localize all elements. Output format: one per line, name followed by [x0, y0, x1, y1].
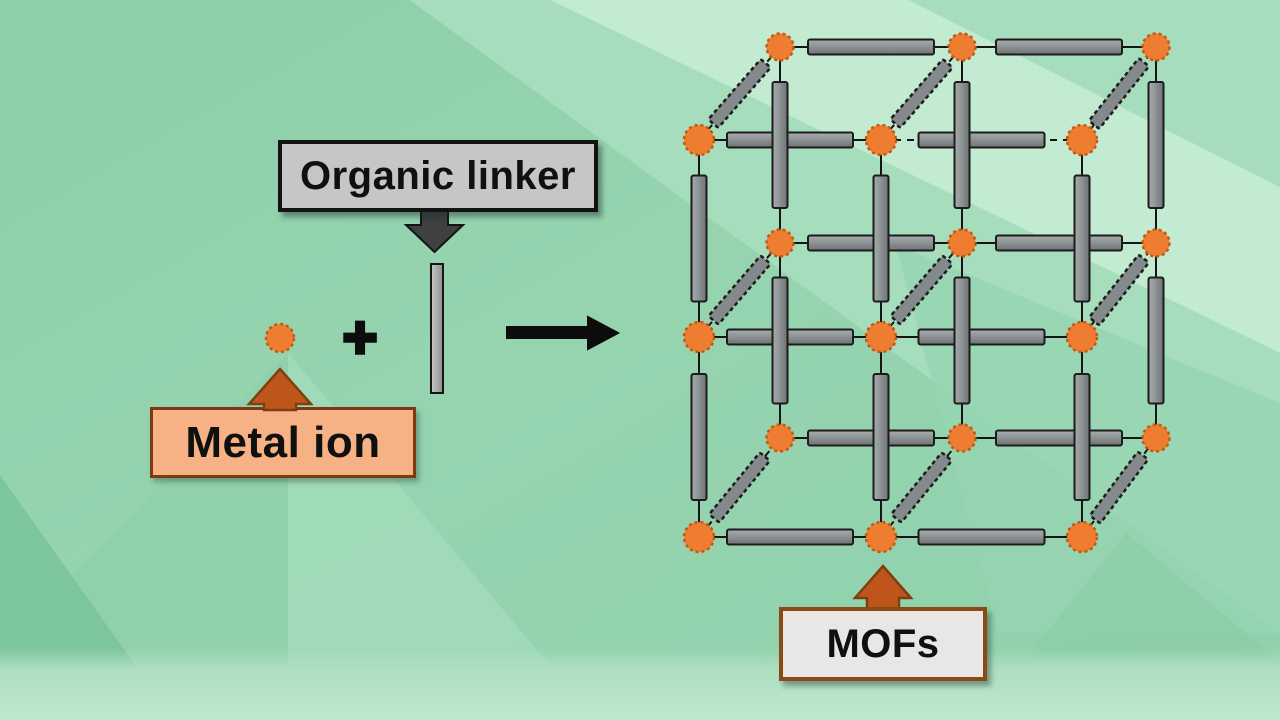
metal-node — [947, 228, 977, 258]
organic-linker-label-box: Organic linker — [278, 140, 598, 212]
organic-linker-label: Organic linker — [300, 153, 576, 198]
organic-linker-bar — [807, 234, 935, 252]
organic-linker-bar — [872, 373, 890, 501]
lattice-diagonal-edge — [1081, 242, 1157, 338]
lattice-diagonal-edge — [698, 46, 781, 141]
organic-linker-bar — [1147, 81, 1165, 209]
plus-symbol: + — [341, 302, 380, 373]
lattice-diagonal-edge — [698, 437, 781, 538]
metal-node — [864, 520, 898, 554]
metal-ion-label: Metal ion — [185, 417, 381, 467]
organic-linker-bar — [1147, 276, 1165, 405]
organic-linker-bar — [690, 174, 708, 303]
metal-ion-label-box: Metal ion — [150, 407, 416, 478]
metal-node — [682, 520, 716, 554]
mofs-label-box: MOFs — [779, 607, 987, 681]
organic-linker-bar — [771, 276, 789, 405]
organic-linker-diagonal-bar — [707, 58, 772, 129]
organic-linker-diagonal-bar — [890, 451, 953, 524]
background-floor — [0, 648, 1280, 720]
lattice-diagonal-edge — [880, 242, 963, 338]
organic-linker-diagonal-bar — [708, 451, 771, 524]
metal-ion-circle — [264, 322, 296, 354]
organic-linker-bar — [917, 528, 1046, 546]
organic-linker-bar — [430, 263, 444, 394]
lattice-diagonal-edge — [698, 242, 781, 338]
metal-node — [682, 123, 716, 157]
metal-node — [947, 423, 977, 453]
metal-node — [682, 320, 716, 354]
metal-node — [1065, 123, 1099, 157]
organic-linker-down-arrow-icon — [403, 210, 466, 254]
reaction-right-arrow-icon — [506, 315, 621, 351]
metal-node — [765, 228, 795, 258]
organic-linker-bar — [917, 131, 1046, 149]
organic-linker-bar — [1073, 174, 1091, 303]
organic-linker-bar — [872, 174, 890, 303]
mofs-up-arrow-icon — [852, 564, 914, 614]
organic-linker-bar — [953, 81, 971, 209]
lattice-diagonal-edge — [880, 437, 963, 538]
organic-linker-bar — [995, 429, 1123, 447]
metal-node — [765, 32, 795, 62]
lattice-horizontal-linkers — [726, 38, 1123, 546]
organic-linker-bar — [726, 528, 854, 546]
lattice-diagonal-edge — [880, 46, 963, 141]
organic-linker-bar — [807, 429, 935, 447]
metal-node — [947, 32, 977, 62]
metal-node — [765, 423, 795, 453]
mofs-label: MOFs — [826, 621, 940, 666]
organic-linker-bar — [726, 131, 854, 149]
lattice-metal-nodes — [682, 32, 1171, 554]
organic-linker-diagonal-bar — [889, 58, 954, 129]
organic-linker-diagonal-bar — [1088, 254, 1150, 326]
organic-linker-diagonal-bar — [708, 255, 771, 325]
organic-linker-bar — [807, 38, 935, 56]
lattice-diagonal-linkers — [707, 57, 1150, 524]
organic-linker-diagonal-bar — [1089, 451, 1149, 524]
metal-node — [1141, 228, 1171, 258]
lattice-diagonal-edge — [1081, 46, 1157, 141]
metal-node — [864, 320, 898, 354]
metal-node — [1065, 520, 1099, 554]
lattice-edge-lines — [698, 46, 1157, 538]
lattice-diagonal-edge — [1081, 437, 1157, 538]
lattice-vertical-linkers — [690, 81, 1165, 501]
organic-linker-bar — [1073, 373, 1091, 501]
organic-linker-bar — [771, 81, 789, 209]
organic-linker-bar — [726, 328, 854, 346]
organic-linker-diagonal-bar — [1088, 57, 1150, 130]
metal-node — [1141, 32, 1171, 62]
organic-linker-diagonal-bar — [890, 255, 953, 325]
metal-ion-up-arrow-icon — [246, 367, 314, 412]
organic-linker-bar — [953, 276, 971, 405]
metal-node — [864, 123, 898, 157]
organic-linker-bar — [690, 373, 708, 501]
metal-node — [1065, 320, 1099, 354]
organic-linker-bar — [995, 234, 1123, 252]
organic-linker-bar — [995, 38, 1123, 56]
organic-linker-bar — [917, 328, 1046, 346]
metal-node — [1141, 423, 1171, 453]
